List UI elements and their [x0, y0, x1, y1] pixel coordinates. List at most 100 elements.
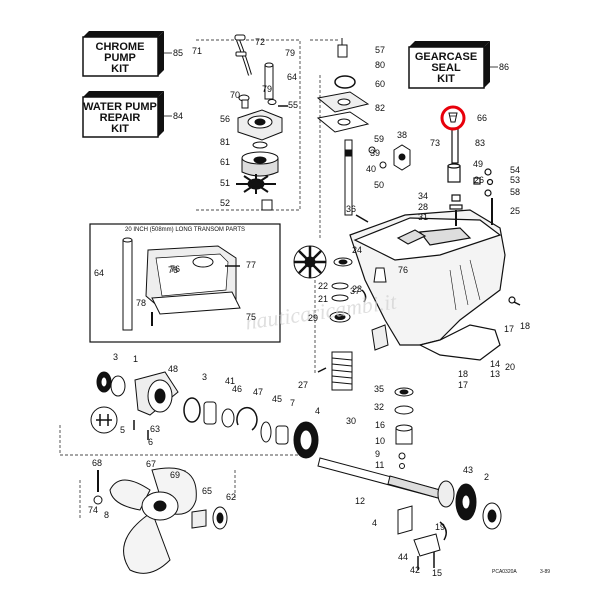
kit-label-line: KIT	[437, 73, 455, 85]
inset-title: 20 INCH (508mm) LONG TRANSOM PARTS	[125, 227, 245, 233]
callout-75: 75	[246, 312, 256, 322]
callout-83: 83	[475, 138, 485, 148]
callout-73: 73	[430, 138, 440, 148]
callout-25: 25	[510, 206, 520, 216]
callout-9: 9	[375, 449, 380, 459]
callout-63: 63	[150, 424, 160, 434]
callout-20: 20	[505, 362, 515, 372]
callout-18: 18	[458, 369, 468, 379]
callout-label: 86	[499, 62, 509, 72]
callout-19: 19	[435, 522, 445, 532]
callout-68: 68	[92, 458, 102, 468]
kit-box-water-pump-repair: WATER PUMP REPAIR KIT 84	[82, 91, 183, 138]
callout-label: 84	[173, 111, 183, 121]
callout-76: 76	[170, 264, 180, 274]
callout-71: 71	[192, 46, 202, 56]
kit-label-line: PUMP	[104, 52, 136, 64]
gearcase-housing	[349, 127, 521, 361]
callout-15: 15	[432, 568, 442, 578]
callout-59: 59	[374, 134, 384, 144]
callout-37: 37	[350, 286, 360, 296]
callout-21: 21	[318, 294, 328, 304]
callout-8: 8	[104, 510, 109, 520]
callout-23: 23	[352, 284, 362, 294]
propeller	[93, 467, 228, 574]
kit-label-line: REPAIR	[100, 112, 141, 124]
inset-long-transom: 20 INCH (508mm) LONG TRANSOM PARTS	[89, 223, 281, 343]
kit-label-line: WATER PUMP	[83, 101, 157, 113]
highlighted-part-66	[440, 105, 466, 131]
callout-79: 79	[285, 48, 295, 58]
callout-62: 62	[226, 492, 236, 502]
callout-14: 14	[490, 359, 500, 369]
callout-67: 67	[146, 459, 156, 469]
callout-26: 26	[474, 175, 484, 185]
callout-22: 22	[318, 281, 328, 291]
callout-74: 74	[88, 505, 98, 515]
kit-label-line: CHROME	[96, 41, 145, 53]
callout-1: 1	[133, 354, 138, 364]
callout-27: 27	[298, 380, 308, 390]
callout-17: 17	[458, 380, 468, 390]
callout-label: 85	[173, 48, 183, 58]
callout-66: 66	[477, 113, 487, 123]
callout-47: 47	[253, 387, 263, 397]
callout-7: 7	[290, 398, 295, 408]
right-stack-parts	[394, 387, 414, 469]
callout-3: 3	[113, 352, 118, 362]
callout-51: 51	[220, 178, 230, 188]
callout-78: 78	[136, 298, 146, 308]
callout-53: 53	[510, 175, 520, 185]
callout-10: 10	[375, 436, 385, 446]
callout-16: 16	[375, 420, 385, 430]
callout-76: 76	[168, 265, 178, 275]
callout-28: 28	[418, 202, 428, 212]
propshaft-gear-train	[90, 371, 319, 459]
callout-64: 64	[94, 268, 104, 278]
callout-82: 82	[375, 103, 385, 113]
callout-50: 50	[374, 180, 384, 190]
callout-65: 65	[202, 486, 212, 496]
kit-box-chrome-pump: CHROME PUMP KIT 85	[82, 31, 183, 77]
callout-57: 57	[375, 45, 385, 55]
callout-3: 3	[202, 372, 207, 382]
callout-46: 46	[232, 384, 242, 394]
callout-79: 79	[262, 84, 272, 94]
callout-52: 52	[220, 198, 230, 208]
callout-12: 12	[355, 496, 365, 506]
callout-41: 41	[225, 376, 235, 386]
callout-56: 56	[220, 114, 230, 124]
callout-77: 77	[246, 260, 256, 270]
callout-58: 58	[510, 187, 520, 197]
callout-42: 42	[410, 565, 420, 575]
callout-18: 18	[520, 321, 530, 331]
callout-34: 34	[418, 191, 428, 201]
callout-60: 60	[375, 79, 385, 89]
callout-11: 11	[375, 460, 384, 470]
kit-label-line: KIT	[111, 123, 129, 135]
callout-44: 44	[398, 552, 408, 562]
callout-48: 48	[168, 364, 178, 374]
callout-38: 38	[397, 130, 407, 140]
callout-76: 76	[398, 265, 408, 275]
kit-label-line: GEARCASE	[415, 51, 477, 63]
callout-36: 36	[346, 204, 356, 214]
water-pump-assembly	[234, 34, 288, 211]
callout-64: 64	[287, 72, 297, 82]
kit-label-line: SEAL	[431, 62, 461, 74]
callout-61: 61	[220, 157, 230, 167]
callout-40: 40	[366, 164, 376, 174]
callout-35: 35	[374, 384, 384, 394]
callout-29: 29	[308, 313, 318, 323]
callout-69: 69	[170, 470, 180, 480]
callout-5: 5	[120, 425, 125, 435]
callout-54: 54	[510, 165, 520, 175]
callout-45: 45	[272, 394, 282, 404]
callout-13: 13	[490, 369, 500, 379]
callout-80: 80	[375, 60, 385, 70]
callout-43: 43	[463, 465, 473, 475]
callout-72: 72	[255, 37, 265, 47]
kit-label-line: KIT	[111, 63, 129, 75]
callout-55: 55	[288, 100, 298, 110]
